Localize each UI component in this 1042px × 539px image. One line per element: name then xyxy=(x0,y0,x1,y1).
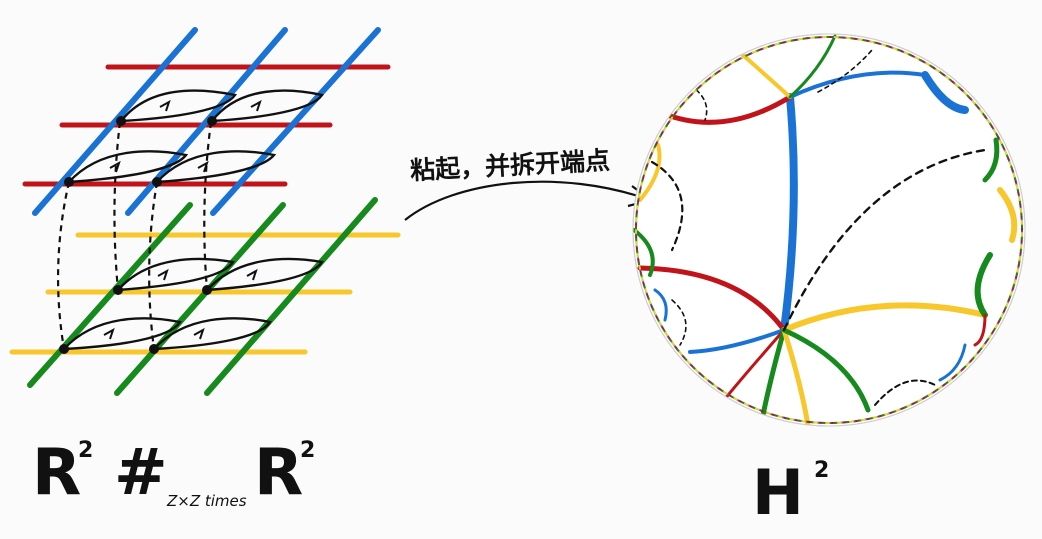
vertex xyxy=(152,177,162,187)
formula-base-2: R xyxy=(254,436,303,510)
dashed-geodesic xyxy=(817,49,873,93)
loop-arrowheads xyxy=(103,99,262,340)
blue-geodesic xyxy=(938,343,967,382)
blue-geodesic xyxy=(653,288,668,322)
dashed-geodesic xyxy=(650,160,684,252)
hyperbolic-exponent: 2 xyxy=(814,458,830,483)
arrowhead xyxy=(157,268,169,281)
arrowhead xyxy=(109,160,121,173)
arrowhead xyxy=(197,160,209,173)
loop xyxy=(115,257,235,292)
yellow-geodesic xyxy=(638,143,662,202)
lower-plane xyxy=(9,197,401,396)
green-line xyxy=(114,202,286,396)
formula-exponent: 2 xyxy=(78,438,94,463)
blue-geodesic xyxy=(921,71,969,114)
loop xyxy=(154,150,277,184)
vertex xyxy=(116,116,126,126)
connected-sum-symbol: # xyxy=(114,436,168,510)
arrowhead xyxy=(246,268,258,281)
green-line xyxy=(204,197,378,396)
dashed-connector xyxy=(203,121,213,291)
red-geodesic xyxy=(637,265,787,333)
boundary-fringe xyxy=(635,36,1023,424)
left-formula: R 2 # Z×Z times R 2 xyxy=(32,436,332,516)
formula-base: R xyxy=(32,436,81,510)
vertices xyxy=(59,116,217,354)
hyperbolic-plane-symbol: H xyxy=(752,456,804,529)
dashed-geodesic xyxy=(782,148,987,332)
loop xyxy=(151,317,272,351)
green-geodesic xyxy=(633,228,655,277)
blue-geodesic xyxy=(780,93,798,334)
dashed-geodesic xyxy=(671,299,687,346)
dashed-connector xyxy=(148,181,159,350)
vertex xyxy=(113,285,123,295)
vertex xyxy=(207,116,217,126)
poincare-disk xyxy=(632,33,1026,427)
green-geodesic xyxy=(781,327,871,413)
arrowhead xyxy=(159,99,171,112)
loop xyxy=(66,150,189,184)
arrowhead xyxy=(250,99,262,112)
right-formula: H 2 xyxy=(752,456,872,536)
blue-line xyxy=(32,27,198,216)
yellow-geodesic xyxy=(997,187,1018,243)
blue-geodesic xyxy=(788,70,927,99)
loop xyxy=(118,89,237,123)
arrowhead xyxy=(193,327,205,340)
formula-exponent-2: 2 xyxy=(300,438,316,463)
upper-plane xyxy=(22,27,391,216)
arrowhead xyxy=(103,327,115,340)
loop xyxy=(61,317,182,351)
dashed-geodesic xyxy=(874,379,936,406)
vertex xyxy=(59,344,69,354)
dashed-connector xyxy=(56,181,71,350)
blue-geodesic xyxy=(688,328,786,354)
dashed-connector xyxy=(113,121,122,291)
green-geodesic xyxy=(974,252,993,318)
vertex xyxy=(64,177,74,187)
yellow-geodesic xyxy=(781,327,811,426)
yellow-geodesic xyxy=(781,302,988,333)
dashed-connectors xyxy=(56,121,213,350)
green-geodesic xyxy=(788,34,837,99)
disk-boundary xyxy=(632,33,1026,427)
blue-line xyxy=(210,27,381,216)
red-geodesic xyxy=(973,313,987,347)
transform-arrow xyxy=(404,180,651,221)
green-geodesic xyxy=(982,137,1000,183)
loop xyxy=(209,89,324,123)
loops xyxy=(61,89,324,351)
green-line xyxy=(27,202,193,388)
loop xyxy=(204,257,324,292)
vertex xyxy=(202,285,212,295)
vertex xyxy=(149,344,159,354)
formula-subscript: Z×Z times xyxy=(167,492,247,510)
